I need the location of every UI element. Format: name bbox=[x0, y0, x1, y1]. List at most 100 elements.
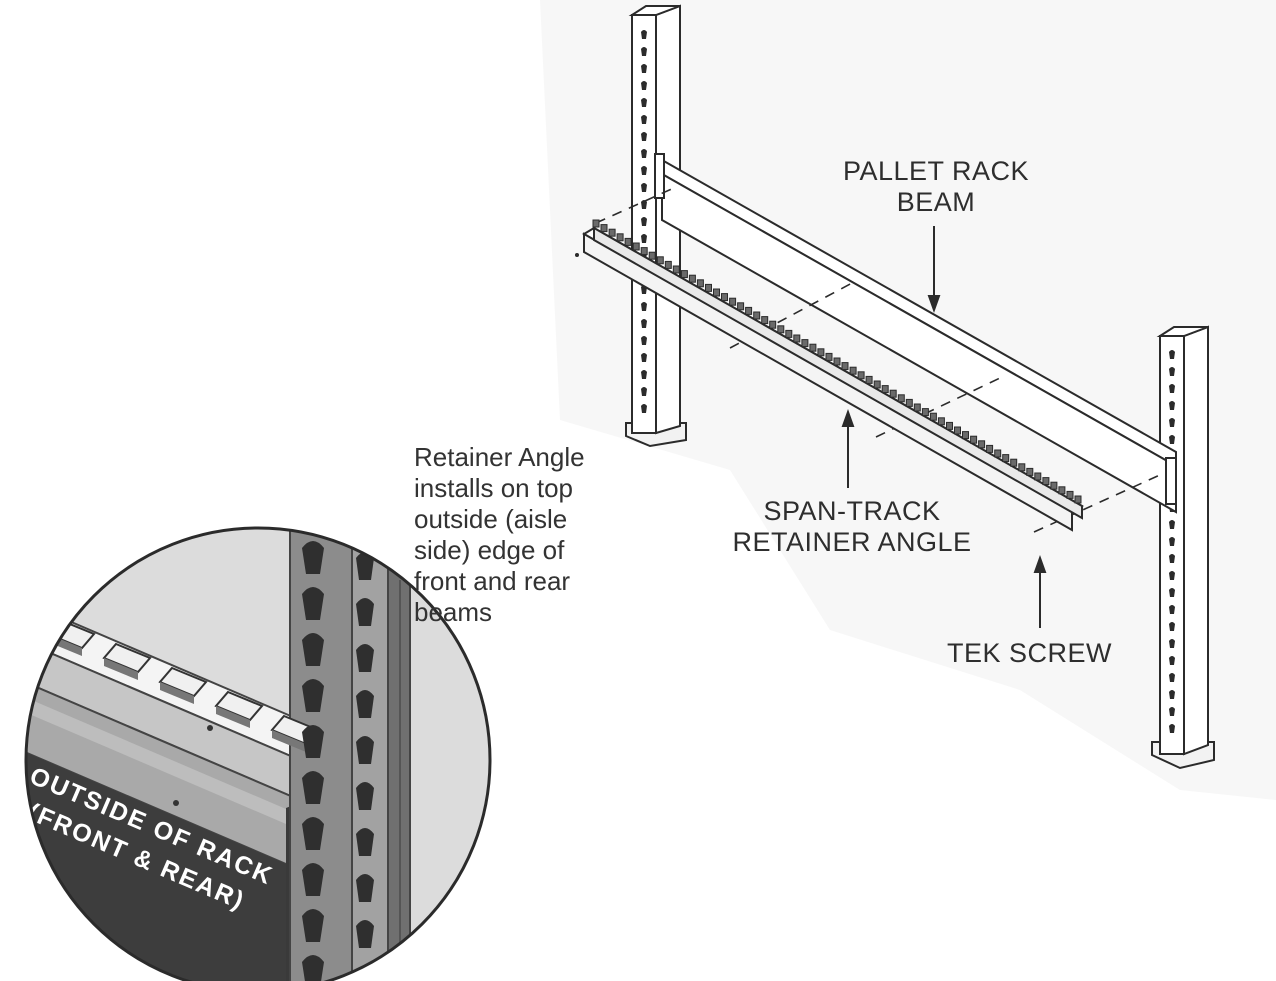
label-line: PALLET RACK bbox=[842, 156, 1030, 186]
slot-mark bbox=[1169, 401, 1175, 410]
slot-mark bbox=[641, 183, 647, 192]
inset-tooth-side bbox=[160, 682, 194, 704]
inset-tooth-side bbox=[216, 706, 250, 728]
retainer-tooth bbox=[929, 412, 937, 421]
retainer-tooth bbox=[1002, 454, 1010, 463]
slot-mark bbox=[1169, 350, 1175, 359]
installation-note: Retainer Angle installs on top outside (… bbox=[414, 442, 585, 628]
span-track-label: SPAN-TRACK RETAINER ANGLE bbox=[722, 496, 982, 558]
retainer-tooth bbox=[608, 228, 616, 237]
retainer-tooth bbox=[1010, 458, 1018, 467]
slot-mark bbox=[1169, 724, 1175, 733]
inset-slot bbox=[302, 863, 324, 896]
retainer-tooth bbox=[801, 339, 809, 348]
retainer-tooth bbox=[857, 371, 865, 380]
slot-mark bbox=[1169, 588, 1175, 597]
retainer-tooth bbox=[841, 362, 849, 371]
pallet-rack-beam-label: PALLET RACK BEAM bbox=[834, 156, 1038, 218]
retainer-tooth bbox=[753, 311, 761, 320]
retainer-tooth bbox=[1034, 472, 1042, 481]
slot-mark bbox=[1169, 554, 1175, 563]
label-line: TEK SCREW bbox=[947, 638, 1113, 668]
slot-mark bbox=[641, 64, 647, 73]
note-line: Retainer Angle bbox=[414, 442, 585, 472]
retainer-tooth bbox=[624, 237, 632, 246]
retainer-tooth bbox=[1058, 486, 1066, 495]
label-line: BEAM bbox=[896, 187, 976, 217]
retainer-tooth bbox=[865, 375, 873, 384]
retainer-tooth bbox=[954, 426, 961, 435]
retainer-tooth bbox=[761, 316, 769, 325]
slot-mark bbox=[1169, 622, 1175, 631]
slot-mark bbox=[641, 370, 647, 379]
inset-slot bbox=[302, 725, 324, 758]
retainer-tooth bbox=[777, 325, 785, 334]
leader-arrows bbox=[841, 226, 1047, 628]
inset-slot bbox=[302, 541, 324, 574]
retainer-tooth bbox=[897, 394, 905, 403]
retainer-tooth bbox=[785, 329, 793, 338]
retainer-tooth bbox=[737, 302, 745, 311]
slot-mark bbox=[641, 98, 647, 107]
retainer-tooth bbox=[809, 343, 817, 352]
retainer-tooth bbox=[913, 403, 921, 412]
slot-mark bbox=[641, 81, 647, 90]
right-upright-slots bbox=[1169, 350, 1175, 733]
retainer-tooth bbox=[986, 444, 994, 453]
slot-mark bbox=[1169, 707, 1175, 716]
slot-mark bbox=[1169, 690, 1175, 699]
left-upright-slots bbox=[641, 30, 647, 413]
label-line: RETAINER ANGLE bbox=[732, 527, 972, 557]
inset-slot bbox=[302, 587, 324, 620]
retainer-tooth bbox=[632, 242, 640, 251]
retainer-tooth bbox=[769, 320, 777, 329]
retainer-tooth bbox=[833, 357, 841, 366]
slot-mark bbox=[641, 30, 647, 39]
retainer-tooth bbox=[696, 279, 704, 288]
inset-slot bbox=[356, 598, 374, 626]
retainer-tooth bbox=[672, 265, 680, 274]
retainer-tooth bbox=[1018, 463, 1026, 472]
retainer-tooth bbox=[640, 247, 648, 256]
slot-mark bbox=[1169, 656, 1175, 665]
retainer-tooth bbox=[905, 398, 913, 407]
retainer-tooth bbox=[849, 366, 857, 375]
inset-detail: OUTSIDE OF RACK (FRONT & REAR) bbox=[24, 526, 492, 981]
slot-mark bbox=[1169, 537, 1175, 546]
inset-slot bbox=[356, 690, 374, 718]
slot-mark bbox=[641, 217, 647, 226]
retainer-tooth bbox=[817, 348, 825, 357]
retainer-tooth bbox=[680, 270, 688, 279]
note-line: beams bbox=[414, 597, 493, 627]
retainer-tooth bbox=[729, 297, 737, 306]
retainer-tooth bbox=[656, 256, 664, 265]
inset-column-slots bbox=[302, 541, 374, 981]
slot-mark bbox=[1169, 571, 1175, 580]
retainer-tooth bbox=[688, 274, 696, 283]
inset-slot bbox=[302, 771, 324, 804]
slot-mark bbox=[641, 115, 647, 124]
retainer-tooth bbox=[648, 251, 656, 260]
note-line: side) edge of bbox=[414, 535, 565, 565]
inset-slot bbox=[302, 955, 324, 981]
slot-mark bbox=[1169, 418, 1175, 427]
retainer-tooth bbox=[793, 334, 801, 343]
retainer-tooth bbox=[873, 380, 881, 389]
inset-tooth-side bbox=[104, 658, 138, 680]
retainer-tooth bbox=[970, 435, 978, 444]
slot-mark bbox=[1169, 673, 1175, 682]
slot-mark bbox=[641, 166, 647, 175]
stray-mark bbox=[575, 253, 579, 257]
slot-mark bbox=[641, 353, 647, 362]
slot-mark bbox=[1169, 520, 1175, 529]
tek-screw-label: TEK SCREW bbox=[947, 638, 1112, 669]
slot-mark bbox=[641, 404, 647, 413]
slot-mark bbox=[641, 200, 647, 209]
right-upright bbox=[1151, 325, 1215, 770]
slot-mark bbox=[641, 336, 647, 345]
note-line: installs on top bbox=[414, 473, 573, 503]
label-line: SPAN-TRACK bbox=[763, 496, 941, 526]
retainer-tooth bbox=[745, 306, 753, 315]
inset-slot bbox=[356, 552, 374, 580]
inset-slot bbox=[302, 679, 324, 712]
